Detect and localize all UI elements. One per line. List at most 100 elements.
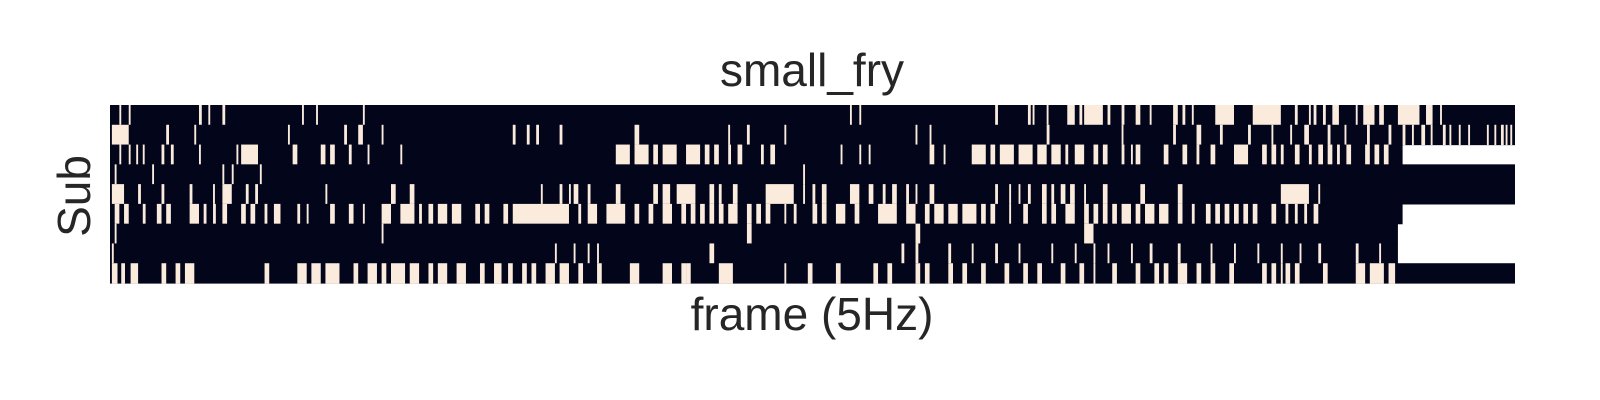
heatmap-cell-on [1196, 144, 1200, 165]
heatmap-cell-on [770, 144, 776, 165]
heatmap-cell-on [367, 144, 370, 165]
heatmap-cell-on [1107, 105, 1111, 126]
heatmap-cell-on [166, 203, 171, 225]
heatmap-cell-on [1051, 144, 1061, 165]
heatmap-cell-on [1234, 144, 1249, 165]
heatmap-cell-on [161, 184, 165, 205]
heatmap-cell-on [198, 144, 201, 165]
heatmap-cell-on [381, 203, 391, 225]
heatmap-cell-on [568, 184, 571, 205]
heatmap-cell-on [194, 124, 197, 146]
heatmap-cell-on [1402, 124, 1406, 146]
heatmap-cell-on [1285, 263, 1291, 284]
heatmap-cell-on [264, 263, 270, 284]
heatmap-cell-on [1374, 144, 1380, 165]
heatmap-cell-on [184, 263, 195, 284]
heatmap-cell-on [1215, 203, 1220, 225]
heatmap-cell-on [1442, 124, 1446, 146]
heatmap-cell-on [1322, 105, 1326, 126]
heatmap-cell-on [292, 144, 298, 165]
heatmap-cell-on [943, 144, 946, 165]
heatmap-cell-on [840, 144, 843, 165]
heatmap-cell-on [1051, 184, 1055, 205]
heatmap-cell-on [1379, 243, 1382, 264]
heatmap-cell-on [1191, 203, 1195, 225]
heatmap-cell-on [1494, 124, 1497, 146]
heatmap-cell-on [1182, 105, 1186, 126]
heatmap-cell-on [995, 243, 998, 264]
heatmap-cell-on [929, 124, 932, 146]
heatmap-row [110, 223, 1398, 245]
heatmap-cell-on [1304, 124, 1309, 146]
heatmap-cell-on [367, 263, 377, 284]
heatmap-cell-on [1135, 203, 1141, 225]
heatmap-cell-on [1027, 105, 1031, 126]
heatmap-cell-on [156, 203, 162, 225]
heatmap-cell-on [990, 144, 996, 165]
heatmap-cell-on [119, 105, 122, 126]
heatmap-cell-on [835, 263, 841, 284]
heatmap-cell-on [686, 263, 691, 284]
heatmap-cell-on [1318, 243, 1322, 264]
heatmap-cell-on [1154, 263, 1160, 284]
heatmap-cell-on [915, 184, 918, 205]
heatmap-cell-on [325, 184, 328, 205]
heatmap-cell-on [1067, 105, 1075, 126]
heatmap-cell-on [391, 184, 396, 205]
heatmap-cell-on [1430, 124, 1433, 146]
heatmap-cell-on [353, 263, 359, 284]
heatmap-cell-on [615, 144, 630, 165]
heatmap-cell-on [859, 105, 862, 126]
heatmap-cell-on [1294, 263, 1300, 284]
heatmap-cell-on [1369, 263, 1384, 284]
heatmap-cell-on [728, 203, 738, 225]
heatmap-cell-on [765, 203, 771, 225]
heatmap-cell-on [1093, 144, 1099, 165]
heatmap-cell-on [409, 263, 420, 284]
heatmap-cell-on [1102, 144, 1108, 165]
heatmap-cell-on [681, 203, 687, 225]
heatmap-cell-on [1084, 184, 1087, 205]
heatmap-cell-on [114, 164, 117, 185]
heatmap-cell-on [1173, 124, 1176, 146]
heatmap-cell-on [718, 203, 724, 225]
heatmap-cell-on [348, 144, 352, 165]
heatmap-cell-on [1102, 184, 1108, 205]
heatmap-cell-on [971, 243, 974, 264]
heatmap-cell-on [264, 203, 268, 225]
heatmap-cell-on [1388, 263, 1396, 284]
heatmap-cell-on [152, 164, 155, 185]
heatmap-cell-on [793, 203, 797, 225]
heatmap-cell-on [878, 203, 897, 225]
heatmap-cell-on [981, 263, 986, 284]
heatmap-cell-on [821, 203, 827, 225]
heatmap-cell-on [662, 144, 677, 165]
heatmap-cell-on [1294, 203, 1298, 225]
heatmap-cell-on [175, 263, 181, 284]
heatmap-cell-on [1243, 203, 1249, 225]
heatmap-cell-on [400, 203, 415, 225]
heatmap-cell-on [1411, 124, 1414, 146]
heatmap-cell-on [709, 243, 715, 264]
heatmap-row-background [110, 105, 1515, 126]
heatmap-cell-on [971, 144, 986, 165]
heatmap-cell-on [812, 203, 818, 225]
heatmap-cell-on [245, 184, 249, 205]
heatmap-cell-on [189, 203, 199, 225]
heatmap-cell-on [437, 203, 448, 225]
chart-title: small_fry [720, 44, 904, 96]
heatmap-cell-on [1229, 263, 1234, 284]
heatmap-row [110, 263, 1515, 284]
heatmap-cell-on [348, 203, 354, 225]
heatmap-cell-on [1084, 203, 1089, 225]
heatmap-cell-on [1344, 124, 1347, 146]
heatmap-cell-on [273, 203, 281, 225]
heatmap-cell-on [1388, 124, 1392, 146]
heatmap-cell-on [475, 203, 480, 225]
heatmap-cell-on [1294, 144, 1300, 165]
heatmap-cell-on [807, 263, 813, 284]
heatmap-cell-on [924, 203, 930, 225]
heatmap-cell-on [1205, 203, 1211, 225]
heatmap-cell-on [1023, 203, 1028, 225]
heatmap-cell-on [320, 144, 326, 165]
